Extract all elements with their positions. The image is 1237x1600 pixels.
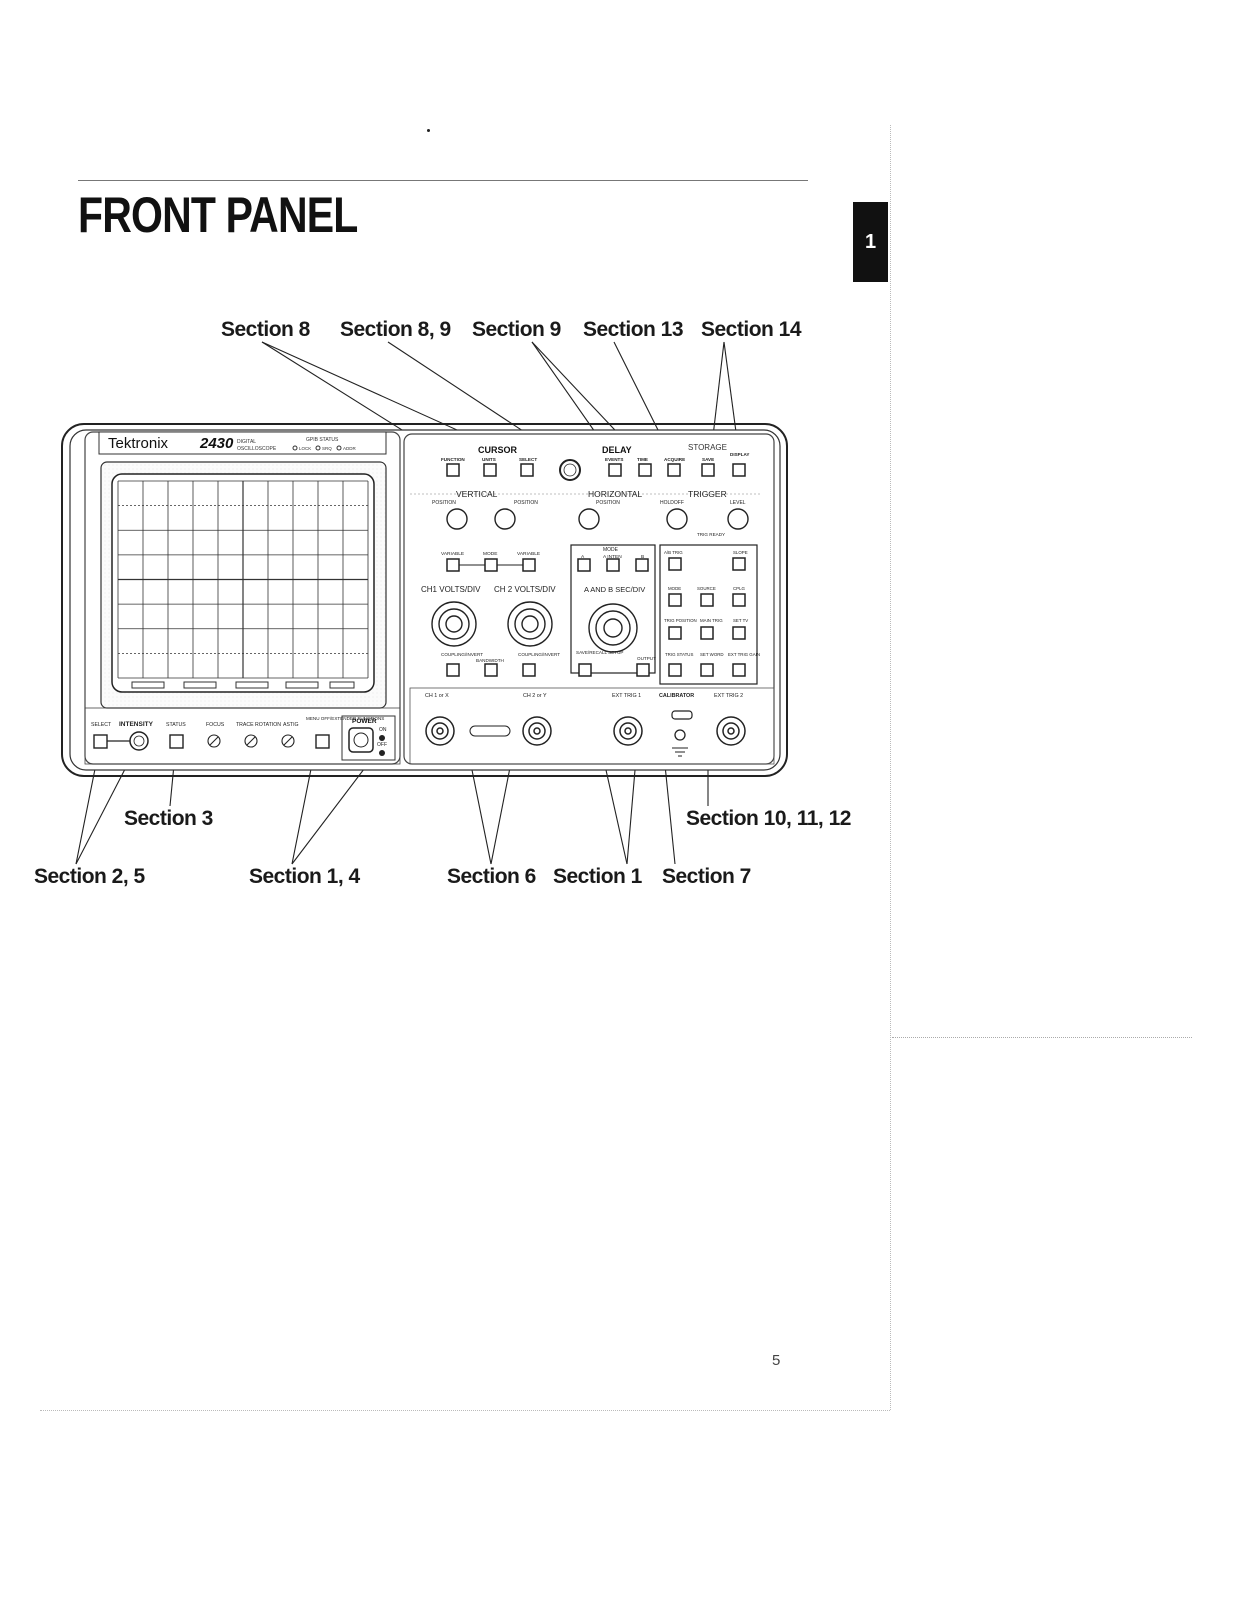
svg-text:SAVE/RECALL SETUP: SAVE/RECALL SETUP [576, 650, 624, 655]
svg-text:HORIZONTAL: HORIZONTAL [588, 489, 642, 499]
svg-text:DIGITAL: DIGITAL [237, 439, 256, 445]
svg-text:CH 1 or X: CH 1 or X [425, 693, 449, 699]
svg-text:POWER: POWER [352, 718, 377, 725]
svg-text:VERTICAL: VERTICAL [456, 489, 498, 499]
svg-text:COUPLING/INVERT: COUPLING/INVERT [518, 652, 560, 657]
svg-text:MENU OFF/EXTENDED FUNCTIONS: MENU OFF/EXTENDED FUNCTIONS [306, 716, 384, 721]
svg-text:DISPLAY: DISPLAY [730, 452, 750, 457]
page-number: 5 [772, 1352, 781, 1369]
crt-graticule [117, 480, 369, 679]
svg-text:EXT TRIG 2: EXT TRIG 2 [714, 693, 743, 699]
svg-text:MODE: MODE [483, 551, 497, 557]
svg-text:CPLG: CPLG [733, 586, 746, 591]
svg-text:FOCUS: FOCUS [206, 722, 225, 728]
svg-text:2430: 2430 [199, 435, 234, 452]
svg-text:POSITION: POSITION [596, 500, 620, 506]
svg-text:VARIABLE: VARIABLE [517, 551, 540, 557]
svg-text:DELAY: DELAY [602, 445, 632, 455]
margin-line [890, 125, 891, 1410]
svg-text:STATUS: STATUS [166, 722, 186, 728]
svg-text:SAVE: SAVE [702, 457, 714, 462]
svg-text:B: B [641, 554, 644, 560]
svg-text:ACQUIRE: ACQUIRE [664, 457, 685, 462]
svg-text:STORAGE: STORAGE [688, 443, 727, 452]
svg-text:HOLDOFF: HOLDOFF [660, 500, 684, 506]
svg-text:SRQ: SRQ [322, 446, 332, 451]
svg-text:INTENSITY: INTENSITY [119, 721, 154, 728]
svg-text:SOURCE: SOURCE [697, 586, 716, 591]
svg-text:CURSOR: CURSOR [478, 445, 518, 455]
svg-text:POSITION: POSITION [514, 500, 538, 506]
svg-text:LOCK: LOCK [299, 446, 311, 451]
svg-text:OUTPUT: OUTPUT [637, 656, 656, 661]
svg-text:TRIG READY: TRIG READY [697, 532, 725, 537]
svg-text:OSCILLOSCOPE: OSCILLOSCOPE [237, 446, 277, 452]
header-rule [78, 180, 808, 181]
callout-section-8: Section 8 [221, 318, 310, 341]
svg-text:CH 2 or Y: CH 2 or Y [523, 693, 547, 699]
svg-text:EXT TRIG 1: EXT TRIG 1 [612, 693, 641, 699]
callout-section-14: Section 14 [701, 318, 802, 341]
callout-section-8-9: Section 8, 9 [340, 318, 451, 341]
callout-section-10-11-12: Section 10, 11, 12 [686, 807, 851, 830]
svg-text:CH1 VOLTS/DIV: CH1 VOLTS/DIV [421, 585, 481, 594]
svg-text:SELECT: SELECT [91, 722, 112, 728]
callout-section-6: Section 6 [447, 865, 536, 888]
svg-text:MODE: MODE [603, 547, 619, 553]
stray-mark [427, 129, 430, 132]
svg-text:TIME: TIME [637, 457, 648, 462]
svg-text:A: A [581, 554, 585, 560]
svg-text:BANDWIDTH: BANDWIDTH [476, 658, 504, 663]
svg-text:Tektronix: Tektronix [108, 435, 169, 452]
svg-text:SELECT: SELECT [519, 457, 537, 462]
svg-text:COUPLING/INVERT: COUPLING/INVERT [441, 652, 483, 657]
svg-text:SLOPE: SLOPE [733, 550, 748, 555]
callout-section-2-5: Section 2, 5 [34, 865, 145, 888]
footer-rule [40, 1410, 890, 1411]
callout-section-3: Section 3 [124, 807, 213, 830]
svg-text:MAIN TRIG: MAIN TRIG [700, 618, 723, 623]
svg-text:SET TV: SET TV [733, 618, 748, 623]
callout-section-1: Section 1 [553, 865, 642, 888]
margin-rule [892, 1037, 1192, 1038]
svg-text:ON: ON [379, 727, 387, 733]
svg-text:TRIG POSITION: TRIG POSITION [664, 618, 697, 623]
callout-section-7: Section 7 [662, 865, 751, 888]
svg-text:SET WORD: SET WORD [700, 652, 724, 657]
svg-text:CH 2 VOLTS/DIV: CH 2 VOLTS/DIV [494, 585, 556, 594]
svg-text:A AND B SEC/DIV: A AND B SEC/DIV [584, 585, 645, 594]
svg-text:VARIABLE: VARIABLE [441, 551, 464, 557]
svg-text:CALIBRATOR: CALIBRATOR [659, 693, 694, 699]
svg-text:TRACE ROTATION: TRACE ROTATION [236, 722, 281, 728]
svg-text:EXT TRIG GAIN: EXT TRIG GAIN [728, 652, 760, 657]
svg-text:OFF: OFF [377, 742, 387, 748]
svg-text:TRIG STATUS: TRIG STATUS [665, 652, 693, 657]
callout-section-9: Section 9 [472, 318, 561, 341]
svg-text:A INTEN: A INTEN [603, 554, 622, 560]
page-title: FRONT PANEL [78, 187, 358, 243]
svg-text:GPIB STATUS: GPIB STATUS [306, 437, 339, 443]
chapter-tab: 1 [853, 202, 888, 282]
svg-text:ASTIG: ASTIG [283, 722, 299, 728]
svg-text:POSITION: POSITION [432, 500, 456, 506]
svg-text:LEVEL: LEVEL [730, 500, 746, 506]
callout-section-13: Section 13 [583, 318, 684, 341]
svg-text:A/B TRIG: A/B TRIG [664, 550, 683, 555]
svg-text:ADDR: ADDR [343, 446, 357, 451]
svg-text:TRIGGER: TRIGGER [688, 489, 727, 499]
callout-section-1-4: Section 1, 4 [249, 865, 360, 888]
svg-text:FUNCTION: FUNCTION [441, 457, 465, 462]
svg-text:MODE: MODE [668, 586, 681, 591]
svg-text:UNITS: UNITS [482, 457, 496, 462]
svg-text:EVENTS: EVENTS [605, 457, 623, 462]
